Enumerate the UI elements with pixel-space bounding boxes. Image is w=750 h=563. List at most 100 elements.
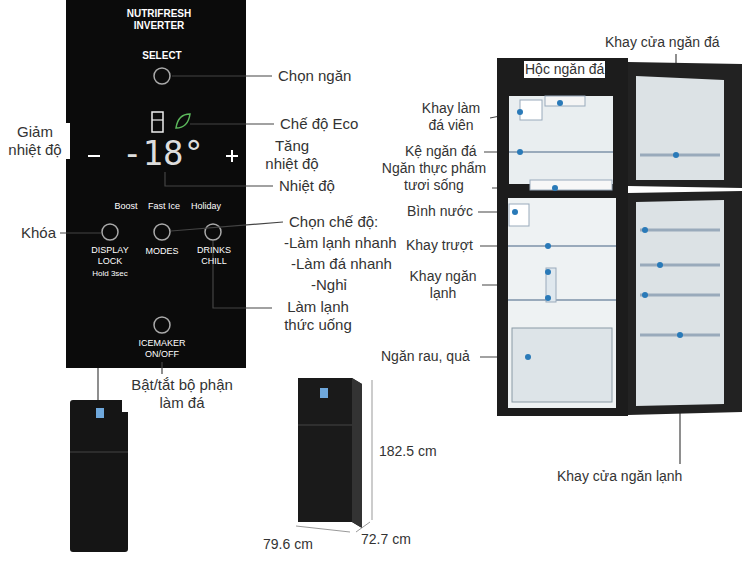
leader-line [60,232,101,233]
callout-label: Bình nước [406,203,474,220]
freezer-door [628,62,742,188]
leader-line [172,75,272,76]
panel-text: -18° [113,136,213,170]
freezer-box [545,96,585,106]
leader-line [190,123,274,124]
callout-label: Làm lạnh thức uống [276,298,360,334]
eco-leaf [176,114,190,128]
open-fridge [497,58,742,416]
fridge-body [298,378,362,528]
panel-text: DRINKS CHILL [187,245,241,267]
lock-button [102,224,118,240]
callout-label: -Làm lạnh nhanh [283,234,398,252]
callout-label: Giảm nhiệt độ [0,123,70,159]
callout-label: -Nghỉ [310,276,348,294]
callout-label: -Làm đá nhanh [290,255,393,273]
icemaker-button [154,317,170,333]
fridge-dimensions [296,378,372,532]
panel-text: Boost [106,201,146,212]
panel-text: DISPLAY LOCK [83,245,137,267]
callout-label: Khay làm đá viên [412,100,490,134]
door-split [70,452,128,453]
leader-line [161,362,162,374]
leader-dot [657,262,663,268]
fridge-side [352,378,362,528]
leader-dot [545,295,551,301]
callout-label: Khay cửa ngăn đá [604,34,720,51]
callout-label: Ngăn thực phẩm tươi sống [376,160,492,194]
callout-label: Chọn chế độ: [288,213,379,231]
crisper-drawer [512,328,612,402]
dimension-line [372,380,373,520]
leader-line [165,172,273,186]
small-fridge [70,400,128,552]
leader-dot [642,227,648,233]
panel-text: SELECT [135,50,189,62]
freezer-shelf [509,151,613,153]
leader-dot [673,152,679,158]
leader-line [171,222,283,231]
callout-label: Khóa [20,224,57,242]
door-tray [640,154,720,157]
control-panel [66,0,246,368]
fridge-icon [152,119,163,120]
leader-dot [557,100,563,106]
leader-dot [517,149,523,155]
leader-dots [512,100,683,360]
fridge-body [70,400,128,552]
callout-label: Tăng nhiệt độ [256,137,328,173]
leader-line [97,368,98,400]
panel-text: ICEMAKER ON/OFF [128,338,196,360]
modes-button [154,224,170,240]
display [96,408,104,418]
fresh-drawer [530,180,612,190]
fridge-door [628,191,742,415]
leader-dot [517,109,523,115]
door-tray [640,229,720,232]
callout-label: Hộc ngăn đá [524,61,605,78]
plus-sign [231,150,233,162]
callout-label: Kệ ngăn đá [404,143,478,160]
callout-label: Khay trượt [405,237,474,254]
select-button [154,68,170,84]
fridge-door-inner [636,200,724,406]
freezer-interior [509,96,613,184]
freezer-door-inner [636,76,724,180]
leader-lines [60,54,680,464]
callout-label: 182.5 cm [378,443,438,460]
leader-dot [552,185,558,191]
callout-label: Nhiệt độ [278,177,336,195]
minus-sign [88,155,100,157]
callout-label: Khay ngăn lạnh [404,268,482,302]
callout-label: Bật/tắt bộ phận làm đá [122,376,242,412]
fridge-shelf [508,245,616,247]
leader-dot [545,243,551,249]
callout-label: Ngăn rau, quả [380,348,471,365]
door-tray [640,294,720,297]
leader-dot [677,332,683,338]
panel-text: MODES [137,246,187,257]
panel-text: Hold 3sec [83,269,137,279]
fridge-shelf [508,299,616,301]
drinks-button [205,224,221,240]
door-tray [640,264,720,267]
fridge-interior [508,198,616,408]
leader-dot [525,354,531,360]
water-tank [509,204,529,226]
panel-text: Fast Ice [143,201,185,212]
display [320,388,328,398]
callout-label: Chế độ Eco [279,115,359,133]
dimension-line [296,526,350,532]
callout-label: 72.7 cm [360,531,412,548]
shelf-rail [546,268,556,302]
panel-text: Holiday [185,201,227,212]
callout-label: Khay cửa ngăn lạnh [556,468,683,485]
ice-tray [520,100,542,120]
door-split [298,425,352,426]
callout-label: Chọn ngăn [277,67,352,85]
callout-label: 79.6 cm [262,536,314,553]
leader-dot [642,292,648,298]
fridge-icon [152,112,163,132]
panel-text: NUTRIFRESH INVERTER [119,8,199,32]
